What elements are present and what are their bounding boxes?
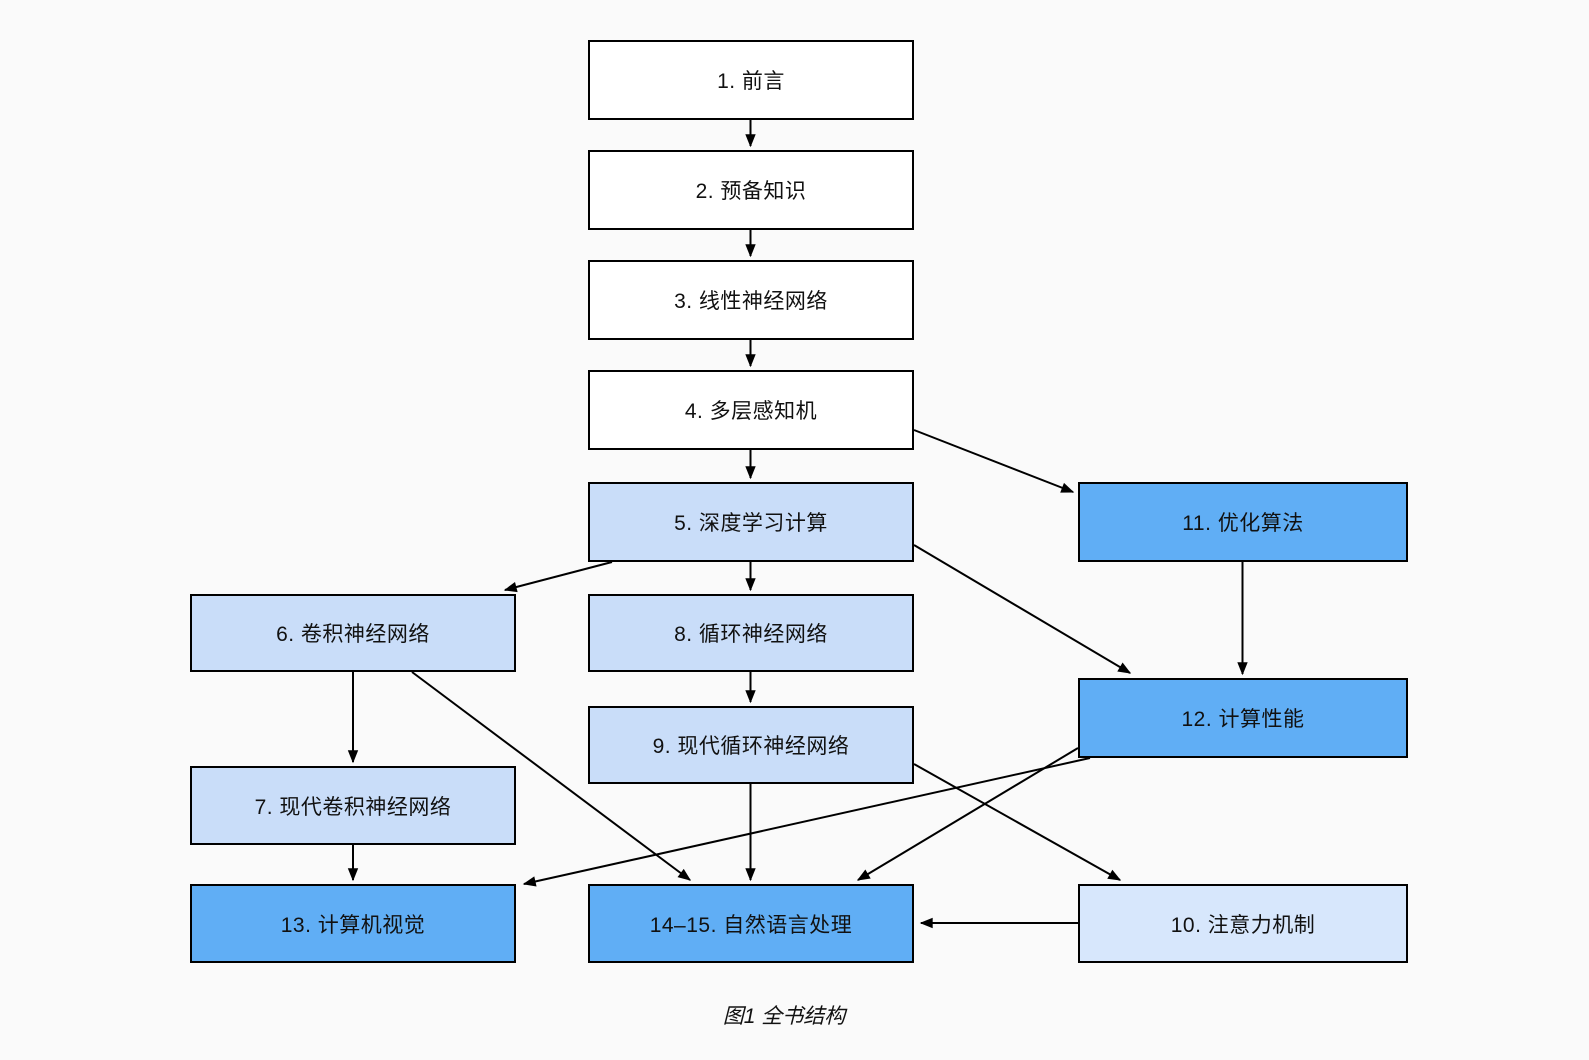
node-11-optimization: 11. 优化算法	[1078, 482, 1408, 562]
arrow-5-to-6	[503, 561, 613, 593]
arrow-4-to-11	[913, 429, 1075, 493]
node-1-preface: 1. 前言	[588, 40, 914, 120]
node-3-linear-networks: 3. 线性神经网络	[588, 260, 914, 340]
node-12-performance: 12. 计算性能	[1078, 678, 1408, 758]
node-2-preliminaries: 2. 预备知识	[588, 150, 914, 230]
arrow-5-to-12	[913, 544, 1132, 674]
node-10-attention: 10. 注意力机制	[1078, 884, 1408, 963]
node-13-computer-vision: 13. 计算机视觉	[190, 884, 516, 963]
node-4-mlp: 4. 多层感知机	[588, 370, 914, 450]
node-5-dl-computation: 5. 深度学习计算	[588, 482, 914, 562]
node-7-modern-cnn: 7. 现代卷积神经网络	[190, 766, 516, 845]
figure-caption: 图1 全书结构	[722, 1005, 846, 1028]
node-6-cnn: 6. 卷积神经网络	[190, 594, 516, 672]
node-14-15-nlp: 14–15. 自然语言处理	[588, 884, 914, 963]
node-8-rnn: 8. 循环神经网络	[588, 594, 914, 672]
arrow-9-to-10	[913, 763, 1122, 881]
node-9-modern-rnn: 9. 现代循环神经网络	[588, 706, 914, 784]
